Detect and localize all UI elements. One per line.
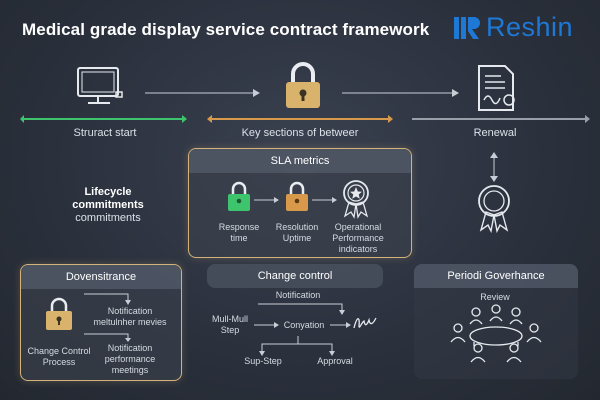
sla-item-operational: Operational Performance indicators (322, 222, 394, 255)
lifecycle-line1: Lifecycle (84, 186, 132, 198)
sla-item-response: Response time (206, 222, 272, 244)
orange-lock-icon (286, 181, 308, 211)
renewal-badge-icon (478, 185, 510, 234)
arrow-connector (145, 89, 260, 97)
sla-metrics-title: SLA metrics (189, 149, 411, 173)
arrow-connector (330, 322, 351, 328)
sla-item-response-line1: Response (218, 222, 260, 232)
governance-item-2-line3: meetings (111, 365, 149, 375)
change-mull-line1: Mull-Mull (212, 314, 248, 324)
brand-logo: Reshin (452, 12, 573, 43)
arrow-connector (84, 293, 131, 305)
periodic-review: Review (480, 292, 510, 302)
contract-document-icon (478, 65, 515, 111)
sla-item-resolution-line2: Uptime (282, 233, 312, 243)
lifecycle-line3: commitments (75, 212, 141, 224)
governance-item-2: Notification performance meetings (90, 343, 170, 376)
change-sup-step: Sup-Step (244, 356, 282, 366)
lifecycle-line2: commitments (72, 199, 144, 211)
governance-caption: Change Control Process (24, 346, 94, 368)
governance-item-1-line2: meltulnher mevies (93, 317, 167, 327)
green-lock-icon (228, 181, 250, 211)
lock-icon (46, 297, 72, 330)
change-control-title: Change control (207, 264, 383, 288)
governance-item-2-line1: Notification (107, 343, 153, 353)
governance-panel: Dovensitrance (20, 264, 182, 381)
change-approval: Approval (317, 356, 353, 366)
arrow-connector (258, 303, 345, 315)
change-mull-line2: Step (220, 325, 240, 335)
meeting-table-icon (450, 304, 542, 363)
change-notification: Notification (275, 290, 321, 300)
governance-title: Dovensitrance (21, 265, 181, 289)
arrow-connector (84, 333, 131, 342)
award-ribbon-icon (343, 180, 369, 219)
arrow-connector (312, 197, 337, 203)
page-title: Medical grade display service contract f… (22, 20, 430, 39)
governance-caption-line2: Process (42, 357, 76, 367)
periodic-governance-title: Periodi Goverhance (414, 264, 578, 288)
sla-item-resolution: Resolution Uptime (264, 222, 330, 244)
timeline-renewal-label: Renewal (473, 127, 517, 139)
governance-item-2-line2: performance (104, 354, 156, 364)
timeline-key-label: Key sections of betweer (241, 127, 359, 139)
lock-icon (286, 62, 320, 108)
sla-item-operational-line2: Performance (332, 233, 384, 243)
signature-icon (353, 317, 377, 329)
vertical-double-arrow (490, 152, 498, 182)
timeline-bar (20, 115, 590, 123)
governance-item-1: Notification meltulnher mevies (90, 306, 170, 328)
arrow-connector (254, 322, 279, 328)
branch-connector (259, 336, 335, 356)
sla-item-resolution-line1: Resolution (275, 222, 319, 232)
monitor-icon (77, 67, 123, 104)
reshin-logo-icon (454, 16, 480, 39)
periodic-governance-panel: Periodi Goverhance (414, 264, 578, 379)
change-mull-step: Mull-Mull Step (206, 314, 254, 336)
arrow-connector (254, 197, 279, 203)
governance-caption-line1: Change Control (27, 346, 91, 356)
timeline-start-label: Struract start (73, 127, 137, 139)
sla-item-operational-line1: Operational (334, 222, 382, 232)
governance-item-1-line1: Notification (107, 306, 153, 316)
sla-item-response-line2: time (230, 233, 248, 243)
arrow-connector (342, 89, 459, 97)
change-conyation: Conyation (283, 320, 325, 330)
lifecycle-commitments: Lifecycle commitments commitments (58, 186, 158, 225)
brand-name: Reshin (486, 12, 574, 42)
sla-item-operational-line3: indicators (338, 244, 378, 254)
